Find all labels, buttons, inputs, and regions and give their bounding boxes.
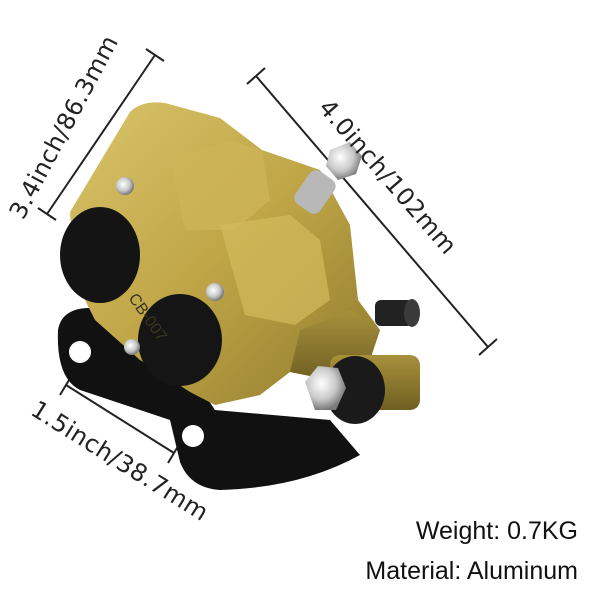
material-spec: Material: Aluminum (365, 557, 578, 585)
bracket-hole-top (69, 341, 91, 363)
dimension-line-length (246, 67, 498, 356)
caliper-screw-top (116, 177, 134, 195)
bracket-screw (124, 339, 140, 355)
bracket-hole-bottom (182, 425, 204, 447)
bleeder-valve (294, 142, 362, 214)
dimension-line-height (37, 48, 165, 221)
caliper-body (60, 102, 380, 406)
brake-pad-left (60, 207, 140, 303)
caliper-screw-bottom (206, 283, 224, 301)
weight-spec: Weight: 0.7KG (415, 517, 578, 545)
hose-fitting (375, 299, 420, 327)
pivot-bolt (305, 355, 420, 424)
brake-pad-right (138, 294, 222, 386)
